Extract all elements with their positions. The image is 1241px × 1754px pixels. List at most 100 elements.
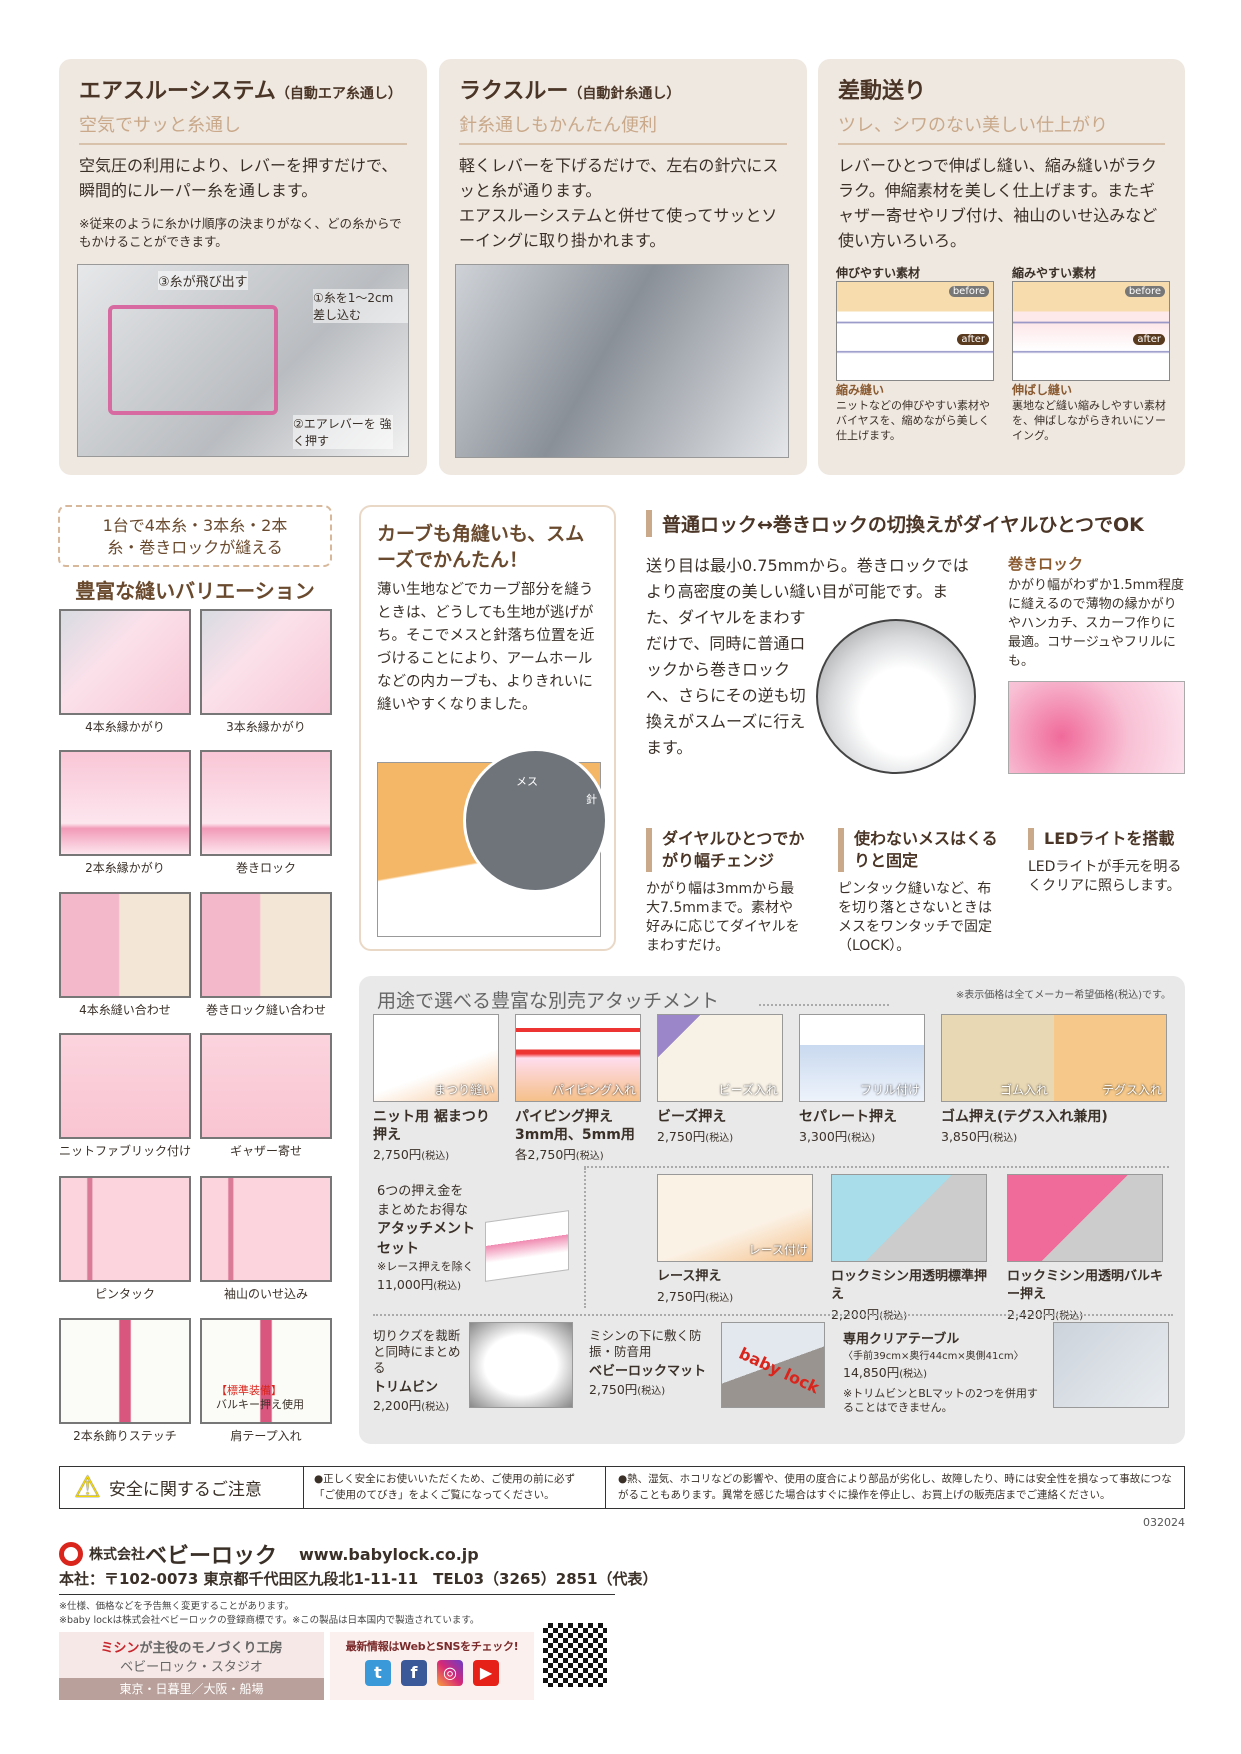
roll-heading: 普通ロック↔巻きロックの切換えがダイヤルひとつでOK bbox=[646, 510, 1144, 537]
feature-body: かがり幅は3mmから最大7.5mmまで。素材や好みに応じてダイヤルをまわすだけ。 bbox=[646, 881, 800, 954]
swatch-label: 袖山のいせ込み bbox=[223, 1287, 308, 1301]
dial-photo bbox=[816, 619, 976, 774]
swatch-label: 4本糸縁かがり bbox=[85, 720, 165, 734]
attachment-photo: フリル付け bbox=[799, 1014, 925, 1102]
variation-swatch: 3本糸縁かがり bbox=[200, 609, 332, 735]
swatch-photo bbox=[200, 1033, 332, 1139]
variation-swatch: 巻きロック bbox=[200, 750, 332, 876]
example-label: 縮みやすい素材 bbox=[1012, 266, 1097, 280]
accessory-name: 専用クリアテーブル bbox=[843, 1332, 960, 1347]
example-photo: before after bbox=[836, 281, 994, 381]
logo-icon bbox=[59, 1542, 83, 1566]
feature-body: ピンタック縫いなど、布を切り落とさないときはメスをワンタッチで固定（LOCK）。 bbox=[838, 881, 992, 954]
qr-code[interactable] bbox=[540, 1620, 610, 1690]
swatch-photo: 【標準装備】バルキー押え使用 bbox=[200, 1318, 332, 1424]
footer-notes: ※仕様、価格などを予告無く変更することがあります。 ※baby lockは株式会… bbox=[59, 1600, 479, 1628]
attachment-photo: パイピング入れ bbox=[515, 1014, 641, 1102]
example-photo: before after bbox=[1012, 281, 1170, 381]
accessory-price: 14,850円(税込) bbox=[843, 1365, 928, 1380]
variation-swatch: 巻きロック縫い合わせ bbox=[200, 892, 332, 1018]
studio-accent: ミシン bbox=[100, 1641, 140, 1656]
photo-label: レース付け bbox=[748, 1243, 808, 1257]
attachment-item: ゴム入れテグス入れゴム押え(テグス入れ兼用)3,850円(税込) bbox=[941, 1014, 1167, 1145]
footer-note: ※baby lockは株式会社ベビーロックの登録商標です。※この製品は日本国内で… bbox=[59, 1615, 480, 1626]
variation-swatch: 2本糸飾りステッチ bbox=[59, 1318, 191, 1444]
before-badge: before bbox=[1124, 286, 1165, 297]
attachment-price: 3,300円(税込) bbox=[799, 1129, 876, 1144]
panel-subtitle: ツレ、シワのない美しい仕上がり bbox=[838, 105, 1165, 145]
shrink-example: 縮みやすい素材 before after 伸ばし縫い 裏地など縫い縮みしやすい素… bbox=[1012, 264, 1170, 443]
swatch-label: 2本糸縁かがり bbox=[85, 861, 165, 875]
swatch-photo bbox=[59, 1318, 191, 1424]
studio-line1: が主役のモノづくり工房 bbox=[139, 1641, 283, 1656]
safety-text-2: ●熱、湿気、ホコリなどの影響や、使用の度合により部品が劣化し、故障したり、時には… bbox=[618, 1473, 1172, 1501]
safety-title: 安全に関するご注意 bbox=[108, 1480, 262, 1500]
variation-swatch: ニットファブリック付け bbox=[59, 1033, 191, 1159]
attachment-price: 2,750円(税込) bbox=[657, 1129, 734, 1144]
attachments-heading: 用途で選べる豊富な別売アタッチメント bbox=[377, 990, 720, 1012]
variation-swatch: ピンタック bbox=[59, 1176, 191, 1302]
swatch-photo bbox=[200, 609, 332, 715]
price-note: ※表示価格は全てメーカー希望価格(税込)です。 bbox=[955, 990, 1171, 1001]
photo-label: まつり縫い bbox=[433, 1083, 494, 1097]
instagram-icon[interactable]: ◎ bbox=[437, 1660, 463, 1686]
variation-swatch: ギャザー寄せ bbox=[200, 1033, 332, 1159]
attachment-price: 3,850円(税込) bbox=[941, 1129, 1018, 1144]
divider bbox=[373, 1314, 1173, 1316]
mat-logo: baby lock bbox=[736, 1343, 823, 1398]
swatch-photo bbox=[59, 1176, 191, 1282]
accessory-name: ベビーロックマット bbox=[589, 1364, 707, 1379]
attachment-name: ロックミシン用透明バルキー押え bbox=[1007, 1269, 1164, 1302]
swatch-photo bbox=[59, 750, 191, 856]
knife-label: メス bbox=[516, 775, 538, 788]
panel-body: 軽くレバーを下げるだけで、左右の針穴にスッと糸が通ります。 エアスルーシステムと… bbox=[459, 156, 779, 250]
accessory-item: ミシンの下に敷く防振・防音用ベビーロックマット 2,750円(税込) bbox=[589, 1328, 715, 1398]
accessory-price: 2,200円(税込) bbox=[373, 1398, 450, 1413]
attachment-name: ビーズ押え bbox=[657, 1109, 727, 1125]
swatch-label: 肩テープ入れ bbox=[230, 1429, 302, 1443]
set-box-photo bbox=[485, 1210, 569, 1282]
accessory-photo bbox=[469, 1322, 573, 1408]
accessory-photo: baby lock bbox=[721, 1322, 825, 1408]
attachment-price: 2,750円(税込) bbox=[657, 1289, 734, 1304]
sns-text: 最新情報はWebとSNSをチェック! bbox=[345, 1640, 519, 1653]
accessory-photo bbox=[1053, 1322, 1169, 1408]
swatch-photo bbox=[59, 609, 191, 715]
divider bbox=[584, 1168, 586, 1308]
panel-body: レバーひとつで伸ばし縫い、縮み縫いがラクラク。伸縮素材を美しく仕上げます。またギ… bbox=[838, 156, 1158, 250]
photo-label: テグス入れ bbox=[1101, 1083, 1162, 1097]
warning-icon: ⚠ bbox=[74, 1470, 101, 1505]
feature-title: LEDライトを搭載 bbox=[1028, 828, 1188, 850]
swatch-label: 巻きロック縫い合わせ bbox=[205, 1003, 326, 1017]
facebook-icon[interactable]: f bbox=[401, 1660, 427, 1686]
website-link[interactable]: www.babylock.co.jp bbox=[299, 1544, 479, 1564]
after-badge: after bbox=[1133, 334, 1165, 345]
needle-label: 針 bbox=[586, 793, 597, 806]
twitter-icon[interactable]: t bbox=[365, 1660, 391, 1686]
needle-thread-panel: ラクスルー（自動針糸通し） 針糸通しもかんたん便利 軽くレバーを下げるだけで、左… bbox=[439, 59, 807, 475]
rolled-hem-title: 巻きロック bbox=[1008, 555, 1084, 573]
youtube-icon[interactable]: ▶ bbox=[473, 1660, 499, 1686]
variation-badge: 1台で4本糸・3本糸・2本糸・巻きロックが縫える bbox=[58, 505, 332, 567]
swatch-label: 2本糸飾りステッチ bbox=[73, 1429, 177, 1443]
attachment-name: ニット用 裾まつり押え bbox=[373, 1109, 490, 1143]
example-label: 伸びやすい素材 bbox=[836, 266, 921, 280]
swatch-label: 巻きロック bbox=[235, 861, 296, 875]
curve-photo: メス 針 bbox=[377, 748, 608, 937]
panel-subtitle: 針糸通しもかんたん便利 bbox=[459, 105, 787, 145]
swatch-photo bbox=[59, 1033, 191, 1139]
accessory-price: 2,750円(税込) bbox=[589, 1382, 666, 1397]
attachment-photo: まつり縫い bbox=[373, 1014, 499, 1102]
photo-label: ビーズ入れ bbox=[718, 1083, 778, 1097]
accessory-lead: ミシンの下に敷く防振・防音用 bbox=[589, 1328, 702, 1359]
divider bbox=[759, 1004, 889, 1006]
safety-text-1: ●正しく安全にお使いいただくため、ご使用の前に必ず「ご使用のてびき」をよくご覧に… bbox=[304, 1467, 606, 1508]
footer-note: ※仕様、価格などを予告無く変更することがあります。 bbox=[59, 1601, 295, 1612]
air-thread-panel: エアスルーシステム（自動エア糸通し） 空気でサッと糸通し 空気圧の利用により、レ… bbox=[59, 59, 427, 475]
studio-locations: 東京・日暮里／大阪・船場 bbox=[59, 1678, 324, 1700]
caption: ニットなどの伸びやすい素材やバイヤスを、縮めながら美しく仕上げます。 bbox=[836, 399, 990, 442]
